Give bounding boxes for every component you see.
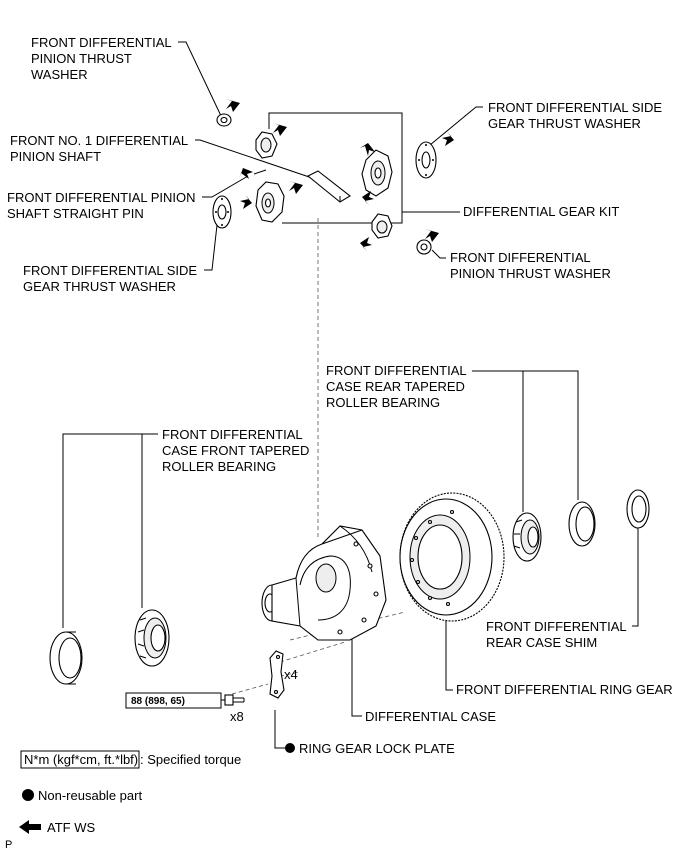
label-line: FRONT DIFFERENTIAL bbox=[486, 619, 627, 634]
straight-pin bbox=[253, 169, 267, 175]
side-gear-right bbox=[361, 149, 393, 197]
lock-plate-shape bbox=[269, 650, 285, 699]
label-side-gear-washer-right: FRONT DIFFERENTIAL SIDE GEAR THRUST WASH… bbox=[488, 100, 662, 131]
label-line: FRONT DIFFERENTIAL RING GEAR bbox=[456, 682, 673, 697]
label-line: PINION THRUST WASHER bbox=[450, 266, 611, 281]
label-line: ROLLER BEARING bbox=[326, 395, 440, 410]
legend-non-reusable: Non-reusable part bbox=[38, 788, 142, 803]
ring-gear-shape bbox=[399, 492, 505, 622]
label-line: CASE REAR TAPERED bbox=[326, 379, 465, 394]
side-gear-washer-right bbox=[415, 141, 437, 179]
front-bearing bbox=[134, 609, 170, 667]
pinion-gear-top bbox=[255, 131, 278, 159]
label-side-gear-washer-left: FRONT DIFFERENTIAL SIDE GEAR THRUST WASH… bbox=[23, 263, 197, 294]
bolt-shape bbox=[224, 694, 245, 706]
label-line: GEAR THRUST WASHER bbox=[23, 279, 176, 294]
label-line: FRONT DIFFERENTIAL SIDE bbox=[23, 263, 197, 278]
label-pinion-shaft: FRONT NO. 1 DIFFERENTIAL PINION SHAFT bbox=[10, 133, 188, 164]
legend-torque-unit: N*m (kgf*cm, ft.*lbf) bbox=[24, 752, 138, 767]
label-line: FRONT DIFFERENTIAL bbox=[162, 427, 303, 442]
label-line: PINION THRUST bbox=[31, 51, 132, 66]
atf-arrows-upper bbox=[226, 99, 454, 251]
label-pinion-thrust-washer-right: FRONT DIFFERENTIAL PINION THRUST WASHER bbox=[450, 250, 611, 281]
label-ring-gear: FRONT DIFFERENTIAL RING GEAR bbox=[456, 682, 673, 697]
label-line: CASE FRONT TAPERED bbox=[162, 443, 309, 458]
label-line: WASHER bbox=[31, 67, 88, 82]
rear-bearing bbox=[512, 512, 542, 562]
side-gear-washer-left bbox=[212, 195, 232, 229]
bolt-quantity: x8 bbox=[230, 709, 244, 724]
label-line: DIFFERENTIAL GEAR KIT bbox=[463, 204, 619, 219]
plate-quantity: x4 bbox=[284, 667, 298, 682]
torque-value: 88 (898, 65) bbox=[131, 696, 185, 707]
label-line: FRONT DIFFERENTIAL bbox=[326, 363, 467, 378]
label-diff-case: DIFFERENTIAL CASE bbox=[365, 709, 496, 724]
label-line: DIFFERENTIAL CASE bbox=[365, 709, 496, 724]
non-reusable-bullet-icon bbox=[285, 743, 295, 753]
corner-mark: P bbox=[5, 839, 12, 851]
differential-case-shape bbox=[261, 525, 387, 641]
pinion-thrust-washer-right bbox=[416, 239, 432, 255]
non-reusable-legend-icon bbox=[22, 789, 34, 801]
label-front-bearing: FRONT DIFFERENTIAL CASE FRONT TAPERED RO… bbox=[162, 427, 309, 474]
label-line: FRONT DIFFERENTIAL bbox=[450, 250, 591, 265]
label-line: RING GEAR LOCK PLATE bbox=[299, 741, 455, 756]
label-line: FRONT DIFFERENTIAL bbox=[31, 35, 172, 50]
label-line: FRONT NO. 1 DIFFERENTIAL bbox=[10, 133, 188, 148]
label-pinion-thrust-washer-top: FRONT DIFFERENTIAL PINION THRUST WASHER bbox=[31, 35, 172, 82]
legend-torque-text: : Specified torque bbox=[140, 752, 241, 767]
legend: N*m (kgf*cm, ft.*lbf) : Specified torque… bbox=[5, 750, 241, 851]
label-line: FRONT DIFFERENTIAL SIDE bbox=[488, 100, 662, 115]
leader-lines bbox=[62, 41, 639, 749]
pinion-thrust-washer-top bbox=[216, 113, 232, 127]
torque-callout: 88 (898, 65) bbox=[125, 692, 225, 709]
label-gear-kit: DIFFERENTIAL GEAR KIT bbox=[463, 204, 619, 219]
label-lock-plate: RING GEAR LOCK PLATE bbox=[285, 741, 455, 756]
legend-torque-box bbox=[20, 750, 140, 769]
label-line: ROLLER BEARING bbox=[162, 459, 276, 474]
pinion-shaft bbox=[306, 170, 351, 203]
pinion-gear-bottom bbox=[371, 213, 393, 239]
legend-atf: ATF WS bbox=[47, 820, 95, 835]
side-gear-left bbox=[255, 181, 285, 223]
rear-case-shim-shape bbox=[626, 489, 650, 529]
atf-arrow-icon bbox=[19, 820, 41, 834]
label-line: SHAFT STRAIGHT PIN bbox=[7, 206, 144, 221]
label-line: FRONT DIFFERENTIAL PINION bbox=[7, 190, 196, 205]
label-line: GEAR THRUST WASHER bbox=[488, 116, 641, 131]
label-rear-bearing: FRONT DIFFERENTIAL CASE REAR TAPERED ROL… bbox=[326, 363, 467, 410]
rear-bearing-race bbox=[568, 501, 596, 547]
label-line: PINION SHAFT bbox=[10, 149, 101, 164]
front-bearing-race bbox=[49, 631, 83, 685]
label-line: REAR CASE SHIM bbox=[486, 635, 597, 650]
label-rear-case-shim: FRONT DIFFERENTIAL REAR CASE SHIM bbox=[486, 619, 627, 650]
label-straight-pin: FRONT DIFFERENTIAL PINION SHAFT STRAIGHT… bbox=[7, 190, 196, 221]
